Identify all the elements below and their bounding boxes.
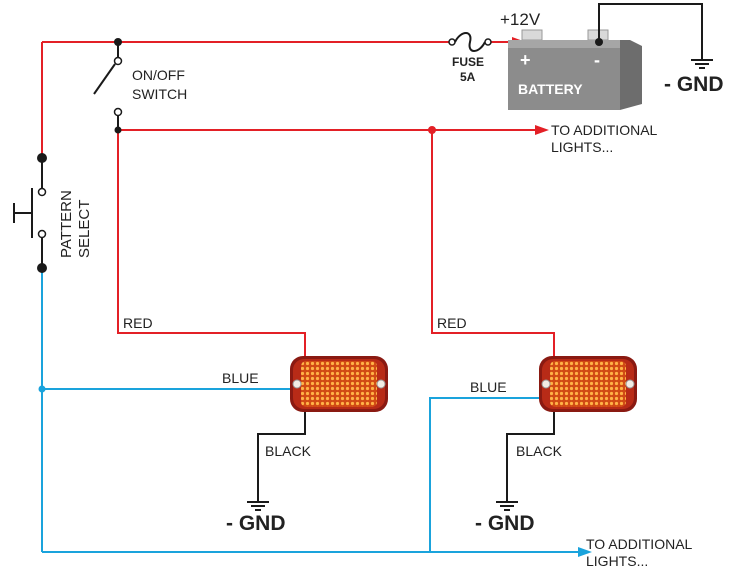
light-2 [538,355,638,413]
pattern-select-label-line1: PATTERN [58,190,75,258]
light-2-ground-symbol [495,487,519,511]
additional-lights-bottom-line2: LIGHTS... [586,553,648,567]
additional-lights-arrow-bottom [578,547,592,557]
additional-lights-arrow-top [535,125,549,135]
light-1-ground-symbol [246,487,270,511]
battery [508,29,642,110]
light-1-blue-label: BLUE [222,370,259,386]
additional-lights-bottom-line1: TO ADDITIONAL [586,536,693,552]
additional-lights-top-line2: LIGHTS... [551,139,613,155]
additional-lights-top-line1: TO ADDITIONAL [551,122,658,138]
fuse [448,32,492,52]
switch-label-line1: ON/OFF [132,67,185,83]
light-2-black-label: BLACK [516,443,563,459]
battery-minus-label: - [594,50,600,70]
light-1-ground-label: - GND [226,512,286,535]
light-2-ground-label: - GND [475,512,535,535]
light-1-black-label: BLACK [265,443,312,459]
red-wires [41,41,555,356]
blue-wires [41,270,578,553]
light-2-blue-label: BLUE [470,379,507,395]
light-2-red-label: RED [437,315,467,331]
supply-voltage-label: +12V [500,10,541,29]
on-off-switch [93,38,123,134]
light-1-red-label: RED [123,315,153,331]
light-1 [289,355,389,413]
pattern-select-switch [13,153,47,273]
fuse-rating-label: 5A [460,70,476,84]
pattern-select-label-line2: SELECT [76,200,93,258]
battery-ground-wire [598,3,703,48]
junction-node [38,385,46,393]
junction-node [428,126,436,134]
battery-label: BATTERY [518,81,583,97]
battery-ground-label: - GND [664,73,724,96]
light-2-black-wire [506,412,555,490]
switch-label-line2: SWITCH [132,86,187,102]
battery-plus-label: + [520,50,531,70]
light-1-black-wire [257,412,306,490]
fuse-label: FUSE [452,55,484,69]
battery-ground-symbol [690,45,714,69]
